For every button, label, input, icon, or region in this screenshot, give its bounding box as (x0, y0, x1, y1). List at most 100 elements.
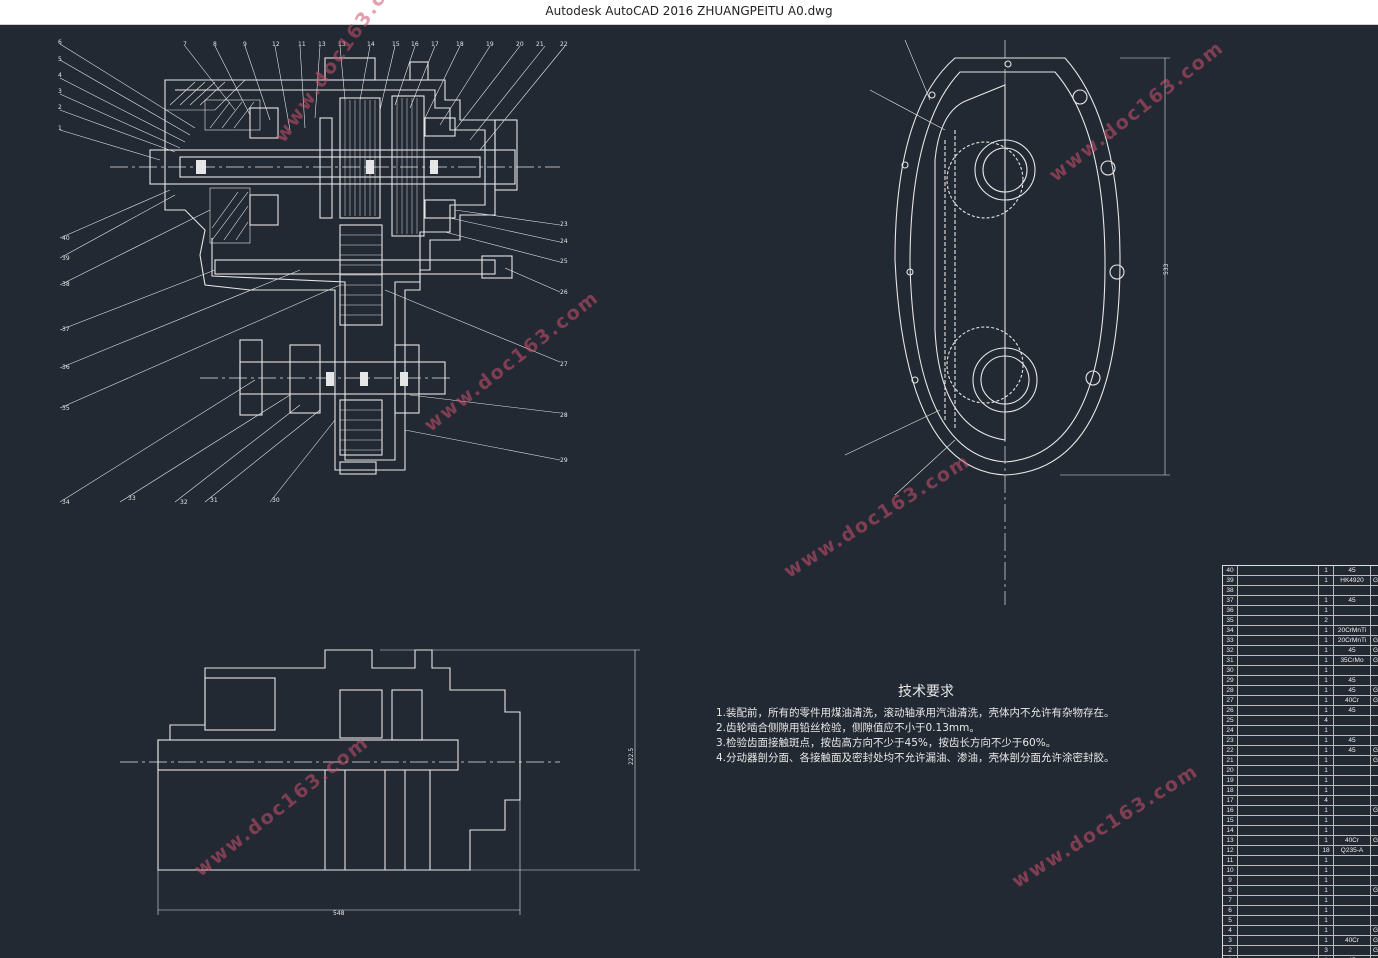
svg-text:35: 35 (62, 405, 70, 412)
bom-cell: 30 (1223, 666, 1238, 675)
bom-cell (1334, 826, 1371, 835)
bom-cell (1371, 846, 1378, 855)
svg-text:34: 34 (62, 499, 70, 506)
bom-cell: 25 (1223, 716, 1238, 725)
bom-cell (1238, 626, 1319, 635)
leader-lines (60, 44, 565, 502)
bom-cell: 18 (1319, 846, 1334, 855)
bom-cell: 1 (1319, 926, 1334, 935)
svg-text:32: 32 (180, 499, 188, 506)
bom-cell (1238, 606, 1319, 615)
bom-cell (1238, 676, 1319, 685)
bom-cell: 45 (1334, 596, 1371, 605)
bom-cell: 2 (1319, 616, 1334, 625)
callout-labels: 6 5 4 3 2 1 7891211131314151617181920212… (58, 39, 1170, 917)
tech-item: 4.分动器剖分面、各接触面及密封处均不允许漏油、渗油，壳体剖分面允许涂密封胶。 (716, 751, 1136, 766)
bom-cell (1371, 626, 1378, 635)
svg-text:18: 18 (456, 41, 464, 48)
bom-cell (1334, 876, 1371, 885)
svg-text:25: 25 (560, 258, 568, 265)
bom-cell (1238, 906, 1319, 915)
bom-cell: 12 (1223, 846, 1238, 855)
bom-cell: 20 (1223, 766, 1238, 775)
bom-cell (1334, 796, 1371, 805)
svg-text:30: 30 (272, 497, 280, 504)
bom-row: 33120CrMnTiGBT5914 (1223, 636, 1378, 646)
bom-cell: GBT292 (1371, 756, 1378, 765)
bom-cell: 6 (1223, 906, 1238, 915)
bom-cell: 1 (1319, 816, 1334, 825)
bom-cell: 1 (1319, 666, 1334, 675)
callout: 5 (58, 56, 62, 63)
bom-cell (1334, 816, 1371, 825)
bom-row: 38 (1223, 586, 1378, 596)
bom-row: 41GBT1243 (1223, 926, 1378, 936)
bom-cell: 1 (1319, 696, 1334, 705)
bom-row: 18 1 (1223, 786, 1378, 796)
bom-row: 161GBT1271 (1223, 806, 1378, 816)
bom-cell (1238, 846, 1319, 855)
bom-cell (1334, 616, 1371, 625)
svg-text:9: 9 (243, 41, 247, 48)
svg-text:27: 27 (560, 361, 568, 368)
dimension-width: 548 (333, 910, 345, 917)
bom-cell (1371, 596, 1378, 605)
bom-cell (1238, 916, 1319, 925)
bom-cell (1371, 606, 1378, 615)
bom-cell: GBT1095 (1371, 696, 1378, 705)
bom-cell (1334, 716, 1371, 725)
bom-cell: 1 (1319, 726, 1334, 735)
bom-cell (1371, 726, 1378, 735)
bom-cell (1371, 916, 1378, 925)
bom-cell (1371, 896, 1378, 905)
bom-cell (1371, 766, 1378, 775)
window-title: Autodesk AutoCAD 2016 ZHUANGPEITU A0.dwg (0, 4, 1378, 18)
bom-cell (1334, 896, 1371, 905)
bom-cell: 40 (1223, 566, 1238, 575)
bom-cell: 17 (1223, 796, 1238, 805)
svg-text:12: 12 (272, 41, 280, 48)
bom-cell (1238, 576, 1319, 585)
bom-cell (1371, 856, 1378, 865)
bom-cell: 1 (1319, 786, 1334, 795)
bom-cell: 38 (1223, 586, 1238, 595)
bom-cell: 16 (1223, 806, 1238, 815)
bom-cell: 1 (1319, 756, 1334, 765)
callout: 3 (58, 88, 62, 95)
bom-row: 201 (1223, 766, 1378, 776)
bom-cell: GBT288- (1371, 576, 1378, 585)
bom-cell: 1 (1319, 636, 1334, 645)
bom-cell: 1 (1319, 656, 1334, 665)
bom-cell (1238, 836, 1319, 845)
callout: 4 (58, 72, 62, 79)
bom-cell: 1 (1319, 866, 1334, 875)
bom-cell (1334, 586, 1371, 595)
bom-cell (1238, 566, 1319, 575)
bom-cell: 11 (1223, 856, 1238, 865)
bom-row: 91 (1223, 876, 1378, 886)
bom-cell: 31 (1223, 656, 1238, 665)
svg-text:16: 16 (411, 41, 419, 48)
svg-text:7: 7 (183, 41, 187, 48)
bom-cell (1238, 816, 1319, 825)
bom-cell: 34 (1223, 626, 1238, 635)
bom-row: 361 (1223, 606, 1378, 616)
bom-cell: 1 (1319, 676, 1334, 685)
dimension-height: 222.5 (628, 748, 635, 765)
bom-cell (1238, 866, 1319, 875)
bom-cell: 1 (1319, 886, 1334, 895)
svg-text:22: 22 (560, 41, 568, 48)
bom-cell (1238, 586, 1319, 595)
svg-text:26: 26 (560, 289, 568, 296)
bom-cell (1238, 876, 1319, 885)
bom-cell: GBT5914 (1371, 746, 1378, 755)
bom-cell: 4 (1319, 716, 1334, 725)
svg-text:15: 15 (392, 41, 400, 48)
bom-cell (1371, 776, 1378, 785)
bom-cell: 18 (1223, 786, 1238, 795)
bom-cell (1334, 906, 1371, 915)
drawing-canvas[interactable]: 6 5 4 3 2 1 7891211131314151617181920212… (0, 24, 1378, 933)
bom-row: 30 1 (1223, 666, 1378, 676)
bom-cell: 40Cr (1334, 696, 1371, 705)
bom-cell: 19 (1223, 776, 1238, 785)
